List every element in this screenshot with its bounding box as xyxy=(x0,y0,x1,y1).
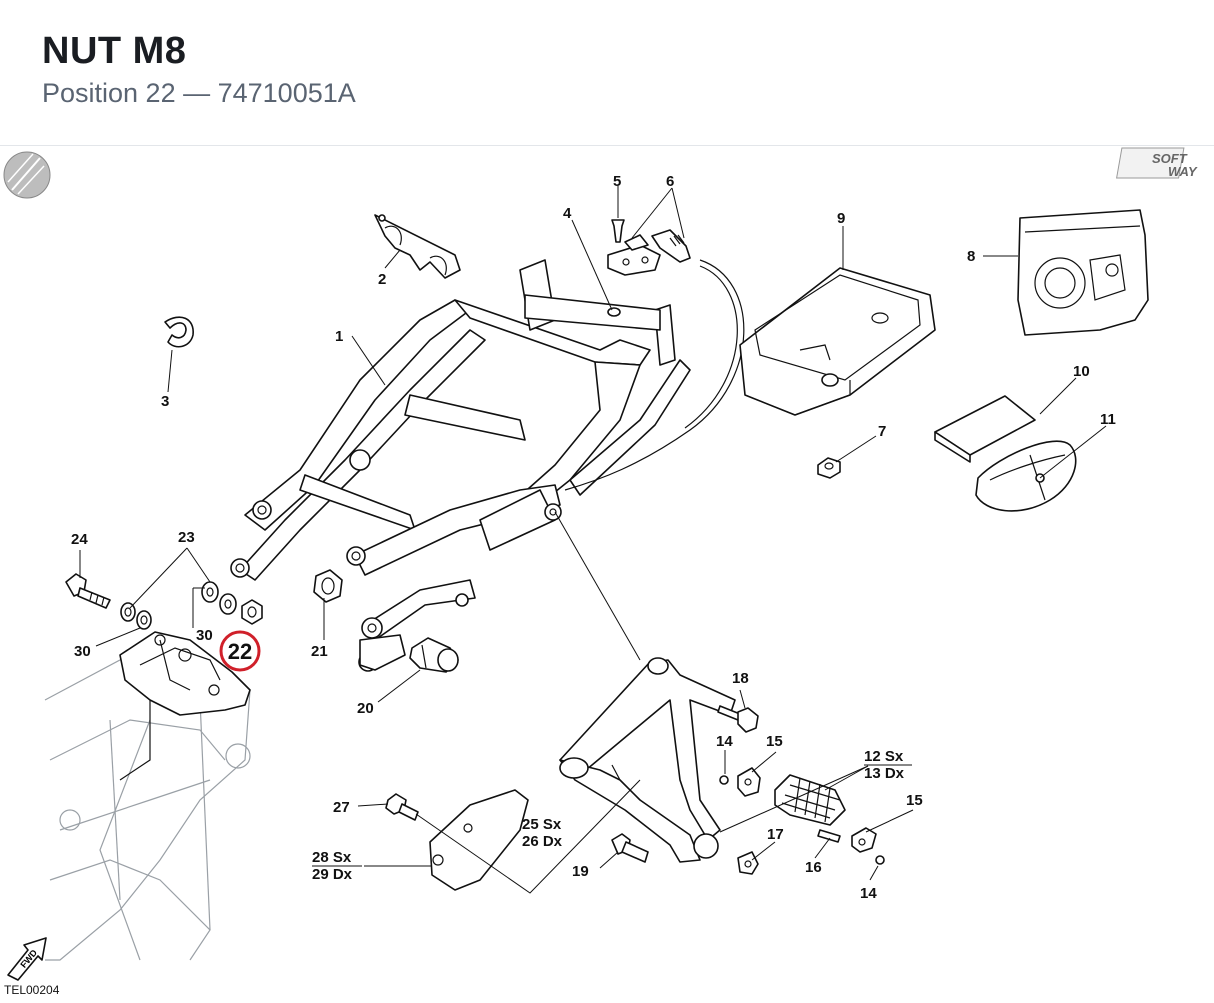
callout-label: 5 xyxy=(613,173,621,190)
callout-label: 26 Dx xyxy=(522,833,563,850)
main-frame-outline xyxy=(44,649,251,961)
callout-label: 6 xyxy=(666,173,674,190)
callout-label: 24 xyxy=(71,531,88,548)
callout-label: 27 xyxy=(333,799,350,816)
callout-label: 19 xyxy=(572,863,589,880)
callout-label: 16 xyxy=(805,859,822,876)
callout-label: 1 xyxy=(335,328,343,345)
callout-label: 14 xyxy=(860,885,877,902)
pin-part-19 xyxy=(611,833,649,863)
callout-label: 14 xyxy=(716,733,733,750)
exploded-parts-diagram: SOFT WAY FWD xyxy=(3,147,1198,981)
callout-labels: 1 2 3 4 5 6 7 8 9 10 11 12 Sx 13 Dx 14 1… xyxy=(71,173,1116,902)
callout-label-highlight: 22 xyxy=(228,639,252,664)
toolkit-part-11 xyxy=(975,440,1077,512)
clip-part-3 xyxy=(164,316,194,348)
callout-label: 15 xyxy=(906,792,923,809)
callout-label: 18 xyxy=(732,670,749,687)
ball-part-14-lower xyxy=(875,855,885,865)
forward-arrow-icon: FWD xyxy=(7,937,47,981)
softway-logo: SOFT WAY xyxy=(1116,147,1198,179)
clip-part-17 xyxy=(737,851,759,875)
callout-label: 28 Sx xyxy=(312,849,352,866)
nut-part-21 xyxy=(313,569,343,603)
callout-label: 8 xyxy=(967,248,975,265)
callout-label: 12 Sx xyxy=(864,748,904,765)
callout-label: 25 Sx xyxy=(522,816,562,833)
washer-part-30-left xyxy=(120,602,152,630)
pad-part-10 xyxy=(934,395,1036,463)
bolt-part-27 xyxy=(385,793,419,821)
callout-label: 4 xyxy=(563,205,572,222)
nut-part-7 xyxy=(817,457,841,479)
callout-label: 20 xyxy=(357,700,374,717)
callout-label: 9 xyxy=(837,210,845,227)
highlighted-part-22: 22 xyxy=(219,630,261,672)
page-subtitle: Position 22 — 74710051A xyxy=(42,78,356,109)
callout-label: 3 xyxy=(161,393,169,410)
washer-part-30-right xyxy=(201,581,219,603)
diagram-code: TEL00204 xyxy=(4,983,60,997)
heel-guard-part-28 xyxy=(429,789,529,891)
callout-label: 23 xyxy=(178,529,195,546)
cover-part-8 xyxy=(1017,209,1149,336)
throttle-cable xyxy=(564,259,745,491)
bolt-part-24 xyxy=(65,573,111,609)
svg-text:SOFT: SOFT xyxy=(1152,151,1188,166)
bracket-part-4 xyxy=(607,229,691,317)
callout-label: 30 xyxy=(74,643,91,660)
leader-lines xyxy=(79,186,1107,894)
svg-text:WAY: WAY xyxy=(1168,164,1198,179)
callout-label: 15 xyxy=(766,733,783,750)
callout-label: 30 xyxy=(196,627,213,644)
frame-bracket xyxy=(119,631,251,781)
footrest-bracket-part-25 xyxy=(559,657,736,863)
part-code: 74710051A xyxy=(217,78,356,108)
callout-label: 21 xyxy=(311,643,328,660)
washer-part-15-upper xyxy=(737,767,761,797)
screw-part-5 xyxy=(611,219,625,243)
footpeg-part-12 xyxy=(774,774,846,826)
pin-part-16 xyxy=(817,829,841,843)
subtitle-separator: — xyxy=(175,78,218,108)
callout-label: 11 xyxy=(1100,411,1116,428)
page-title: NUT M8 xyxy=(42,30,187,72)
callout-label: 10 xyxy=(1073,363,1090,380)
rear-subframe xyxy=(230,259,691,672)
callout-label: 7 xyxy=(878,423,886,440)
callout-label: 2 xyxy=(378,271,386,288)
bushing-part-20 xyxy=(409,637,459,673)
nut-part-22 xyxy=(241,599,263,625)
corner-disc-icon xyxy=(3,151,51,199)
clamp-part-2 xyxy=(374,214,461,279)
bolt-part-18 xyxy=(717,705,759,733)
ball-part-14-upper xyxy=(719,775,729,785)
spacer-part-23 xyxy=(219,593,237,615)
position-text: Position 22 xyxy=(42,78,176,108)
callout-label: 13 Dx xyxy=(864,765,905,782)
battery-tray-part-9 xyxy=(739,267,936,416)
highlight-ring xyxy=(219,630,261,672)
washer-part-15-lower xyxy=(851,827,877,853)
callout-label: 17 xyxy=(767,826,784,843)
page-header: NUT M8 Position 22 — 74710051A xyxy=(0,0,1214,146)
callout-label: 29 Dx xyxy=(312,866,353,883)
